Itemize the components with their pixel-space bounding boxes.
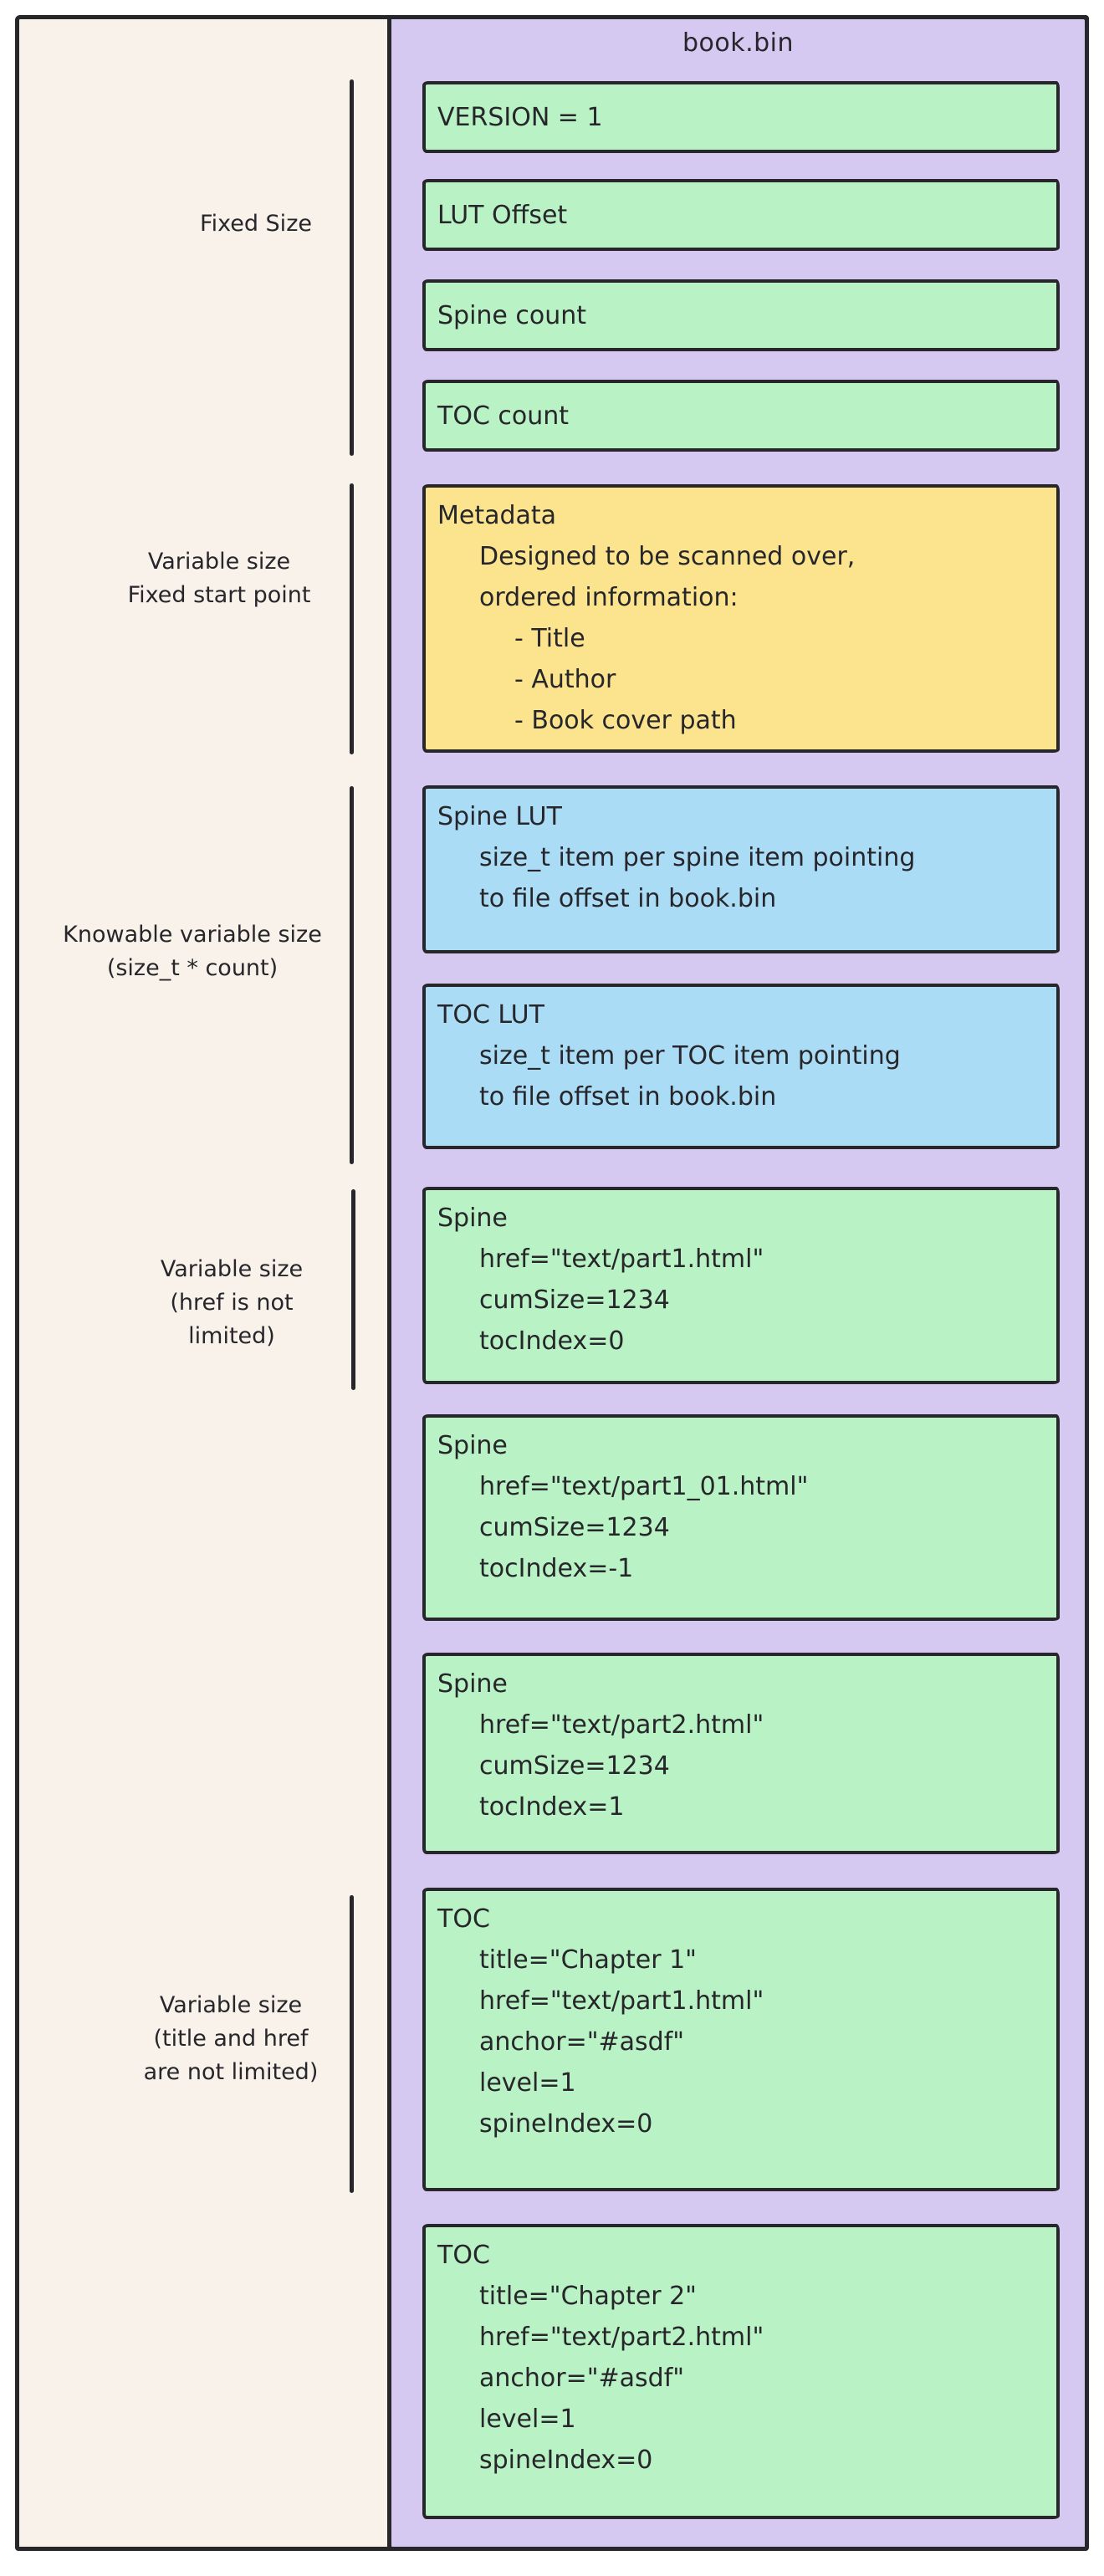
field-line: href="text/part2.html": [479, 1710, 764, 1740]
label-line: Fixed Size: [200, 211, 312, 237]
label-variable-fixed-start: Variable size Fixed start point: [52, 545, 386, 612]
field-spine-count: Spine count: [422, 279, 1060, 351]
record-toc-2: TOC title="Chapter 2" href="text/part2.h…: [422, 2224, 1060, 2519]
field-line: Spine: [437, 1669, 508, 1699]
label-line: Knowable variable size: [63, 922, 322, 948]
field-metadata: Metadata Designed to be scanned over, or…: [422, 484, 1060, 753]
label-line: limited): [188, 1323, 275, 1349]
size-bracket-fixed: [350, 79, 354, 456]
field-line: anchor="#asdf": [479, 2364, 685, 2393]
record-spine-2: Spine href="text/part1_01.html" cumSize=…: [422, 1414, 1060, 1621]
label-line: (href is not: [170, 1290, 294, 1316]
label-variable-href: Variable size (href is not limited): [64, 1253, 399, 1353]
record-spine-3: Spine href="text/part2.html" cumSize=123…: [422, 1653, 1060, 1854]
field-line: Spine: [437, 1431, 508, 1460]
size-bracket-toc: [350, 1895, 354, 2193]
field-line: size_t item per spine item pointing: [479, 843, 916, 872]
record-spine-1: Spine href="text/part1.html" cumSize=123…: [422, 1187, 1060, 1384]
field-line: tocIndex=1: [479, 1792, 625, 1822]
field-line: title="Chapter 2": [479, 2282, 697, 2311]
field-label: VERSION = 1: [437, 102, 603, 132]
field-line: Metadata: [437, 501, 557, 530]
field-line: to file offset in book.bin: [479, 1082, 777, 1112]
field-toc-lut: TOC LUT size_t item per TOC item pointin…: [422, 984, 1060, 1149]
field-line: to file offset in book.bin: [479, 884, 777, 913]
label-line: Variable size: [160, 1256, 304, 1282]
label-line: (size_t * count): [106, 955, 279, 981]
field-line: href="text/part1_01.html": [479, 1472, 809, 1501]
field-line: href="text/part1.html": [479, 1986, 764, 2016]
size-bracket-metadata: [350, 483, 354, 754]
field-line: ordered information:: [479, 583, 739, 612]
record-toc-1: TOC title="Chapter 1" href="text/part1.h…: [422, 1888, 1060, 2191]
field-line: cumSize=1234: [479, 1751, 670, 1781]
field-line: cumSize=1234: [479, 1285, 670, 1315]
label-line: Variable size: [147, 549, 291, 575]
field-spine-lut: Spine LUT size_t item per spine item poi…: [422, 785, 1060, 953]
field-line: spineIndex=0: [479, 2446, 653, 2475]
field-label: Spine count: [437, 300, 587, 330]
field-line: Designed to be scanned over,: [479, 542, 856, 571]
field-line: TOC LUT: [437, 1000, 544, 1030]
field-label: TOC count: [437, 401, 570, 431]
size-bracket-spine: [351, 1189, 355, 1390]
label-line: Variable size: [159, 1992, 303, 2018]
field-toc-count: TOC count: [422, 380, 1060, 452]
field-lut-offset: LUT Offset: [422, 179, 1060, 251]
field-line: TOC: [437, 2241, 490, 2270]
field-line: tocIndex=0: [479, 1326, 625, 1356]
label-line: Fixed start point: [127, 582, 311, 608]
field-line: size_t item per TOC item pointing: [479, 1041, 901, 1071]
label-line: are not limited): [143, 2059, 319, 2085]
size-bracket-luts: [350, 786, 354, 1164]
field-line: - Book cover path: [514, 706, 737, 735]
field-line: title="Chapter 1": [479, 1945, 697, 1975]
field-line: level=1: [479, 2405, 576, 2434]
field-line: href="text/part2.html": [479, 2323, 764, 2352]
field-line: href="text/part1.html": [479, 1245, 764, 1274]
field-version: VERSION = 1: [422, 81, 1060, 153]
field-line: Spine LUT: [437, 802, 562, 831]
field-line: anchor="#asdf": [479, 2027, 685, 2057]
field-label: LUT Offset: [437, 200, 568, 230]
field-line: TOC: [437, 1904, 490, 1934]
label-knowable-variable: Knowable variable size (size_t * count): [25, 918, 360, 985]
label-line: (title and href: [153, 2026, 309, 2052]
diagram-title: book.bin: [682, 28, 795, 58]
field-line: spineIndex=0: [479, 2109, 653, 2139]
field-line: tocIndex=-1: [479, 1554, 634, 1583]
field-line: cumSize=1234: [479, 1513, 670, 1542]
label-variable-title-href: Variable size (title and href are not li…: [64, 1989, 398, 2089]
field-line: level=1: [479, 2068, 576, 2098]
field-line: - Author: [514, 665, 616, 694]
label-fixed-size: Fixed Size: [89, 207, 423, 241]
field-line: Spine: [437, 1204, 508, 1233]
field-line: - Title: [514, 624, 585, 653]
